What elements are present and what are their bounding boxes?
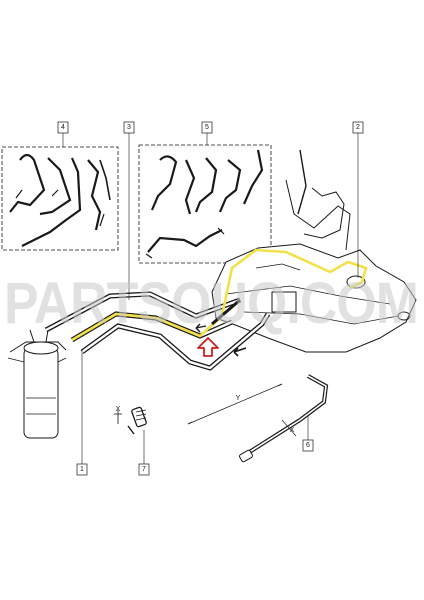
callout-3: 3 (123, 121, 135, 134)
callout-leaders (62, 133, 359, 464)
fuel-filter (7, 329, 67, 439)
svg-text:5: 5 (205, 124, 209, 131)
red-indicator-arrow (197, 337, 219, 357)
watermark-text: PARTSOUQ.COM (4, 271, 418, 336)
flow-arrow-icon (195, 323, 207, 333)
callout-2: 2 (352, 121, 364, 134)
highlighted-fuel-line (71, 248, 368, 342)
callout-5: 5 (201, 121, 213, 134)
svg-text:2: 2 (356, 124, 360, 131)
svg-text:1: 1 (80, 466, 84, 473)
svg-text:6: 6 (306, 442, 310, 449)
dimension-label-y: Y (236, 395, 241, 402)
svg-text:7: 7 (142, 466, 146, 473)
svg-text:3: 3 (127, 124, 131, 131)
dimension-label-x-fitting: X (116, 406, 121, 413)
fitting-part-7 (114, 406, 147, 435)
callout-6: 6 (302, 439, 314, 452)
pipe-group-box-4 (1, 146, 119, 251)
svg-text:4: 4 (61, 124, 65, 131)
callout-7: 7 (138, 463, 150, 476)
dimension-label-x-pipe: X (290, 427, 295, 434)
flow-arrow-icon (233, 347, 247, 357)
callout-4: 4 (57, 121, 69, 134)
pipe-part-6 (187, 374, 329, 463)
callout-1: 1 (76, 463, 88, 476)
pipe-group-box-5 (138, 144, 272, 264)
